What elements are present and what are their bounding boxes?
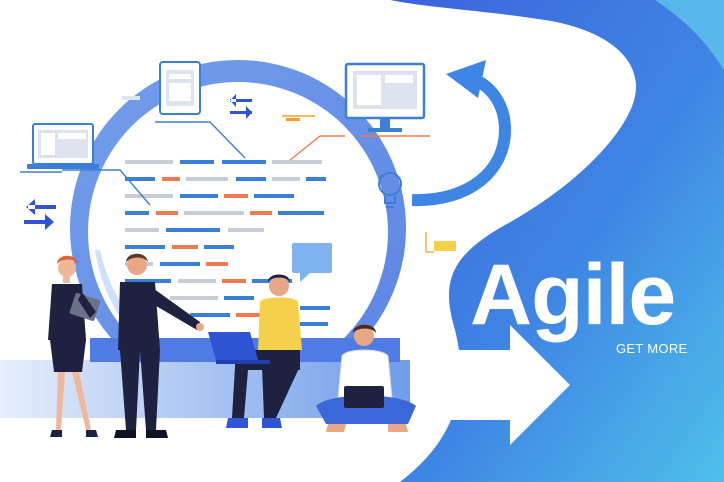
man-with-laptop-cross-legged xyxy=(316,324,416,432)
code-lines xyxy=(125,160,330,326)
exchange-arrows-icon-left xyxy=(24,199,56,230)
tablet-icon xyxy=(159,61,201,115)
right-arrow-icon xyxy=(400,325,570,445)
monitor-icon xyxy=(344,62,426,132)
cycle-arrow-icon xyxy=(411,60,512,207)
get-more-link[interactable]: GET MORE xyxy=(616,341,688,356)
woman-with-tablet xyxy=(48,255,101,437)
exchange-arrows-icon xyxy=(230,94,252,119)
decor-dash xyxy=(122,96,140,100)
chat-bubble-icon xyxy=(292,243,332,282)
decor-dash-orange xyxy=(286,118,300,121)
laptop-icon xyxy=(27,123,99,169)
lightbulb-icon xyxy=(378,172,402,208)
man-in-suit-pointing xyxy=(114,253,204,438)
blue-wave-light-tip xyxy=(655,0,724,70)
sticky-note-icon xyxy=(425,232,456,253)
connector-lines xyxy=(20,115,430,206)
man-with-laptop-sitting xyxy=(208,274,302,428)
agile-headline: Agile xyxy=(470,247,676,343)
